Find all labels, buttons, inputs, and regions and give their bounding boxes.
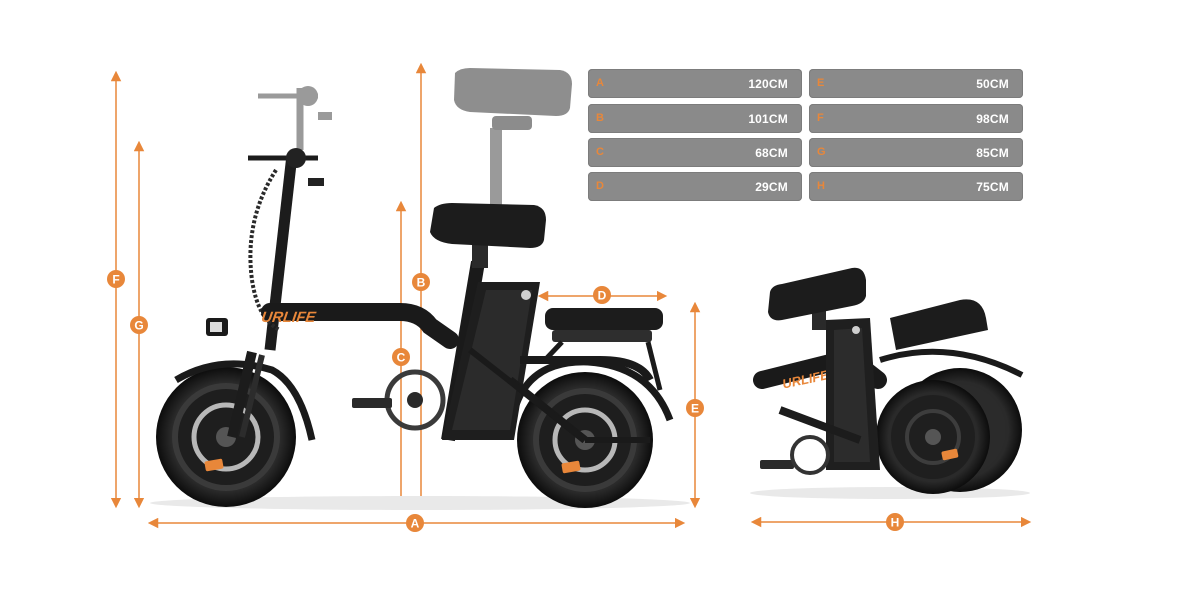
- spec-key: B: [596, 112, 604, 124]
- folded-seat: [768, 267, 866, 330]
- folded-bike: URLIFE: [750, 267, 1030, 499]
- spec-value: 85CM: [976, 146, 1009, 160]
- spec-value: 101CM: [748, 112, 788, 126]
- marker-d: D: [593, 286, 611, 304]
- spec-row-f: F 98CM: [809, 104, 1023, 133]
- spec-value: 75CM: [976, 180, 1009, 194]
- marker-a: A: [406, 514, 424, 532]
- spec-key: E: [817, 77, 825, 89]
- pedal: [352, 398, 392, 408]
- front-wheel: [156, 367, 296, 507]
- marker-g: G: [130, 316, 148, 334]
- svg-text:G: G: [134, 319, 143, 333]
- marker-c: C: [392, 348, 410, 366]
- svg-text:C: C: [397, 351, 406, 365]
- spec-value: 68CM: [755, 146, 788, 160]
- spec-row-c: C 68CM: [588, 138, 802, 167]
- spec-row-e: E 50CM: [809, 69, 1023, 98]
- spec-row-b: B 101CM: [588, 104, 802, 133]
- spec-value: 120CM: [748, 77, 788, 91]
- spec-key: F: [817, 112, 824, 124]
- raised-seat-ghost: [454, 68, 572, 210]
- spec-value: 98CM: [976, 112, 1009, 126]
- marker-h: H: [886, 513, 904, 531]
- battery-pack: [442, 282, 540, 440]
- front-fender: [174, 360, 316, 441]
- frame-brand-logo: URLIFE: [260, 309, 317, 326]
- front-seat: [430, 203, 546, 268]
- raised-handlebar-ghost: [258, 86, 332, 150]
- spec-value: 29CM: [755, 180, 788, 194]
- svg-text:B: B: [417, 276, 426, 290]
- spec-key: G: [817, 146, 826, 158]
- svg-text:D: D: [598, 289, 607, 303]
- rear-seat: [543, 308, 663, 391]
- marker-f: F: [107, 270, 125, 288]
- svg-text:H: H: [891, 516, 900, 530]
- folded-front-wheel: [876, 380, 990, 494]
- spec-row-d: D 29CM: [588, 172, 802, 201]
- marker-b: B: [412, 273, 430, 291]
- svg-text:A: A: [411, 517, 420, 531]
- marker-e: E: [686, 399, 704, 417]
- unfolded-bike: URLIFE: [150, 68, 690, 510]
- spec-row-g: G 85CM: [809, 138, 1023, 167]
- svg-text:F: F: [112, 273, 119, 287]
- spec-key: A: [596, 77, 604, 89]
- spec-key: H: [817, 180, 825, 192]
- spec-row-h: H 75CM: [809, 172, 1023, 201]
- spec-key: D: [596, 180, 604, 192]
- spec-value: 50CM: [976, 77, 1009, 91]
- svg-text:E: E: [691, 402, 699, 416]
- spec-key: C: [596, 146, 604, 158]
- spec-row-a: A 120CM: [588, 69, 802, 98]
